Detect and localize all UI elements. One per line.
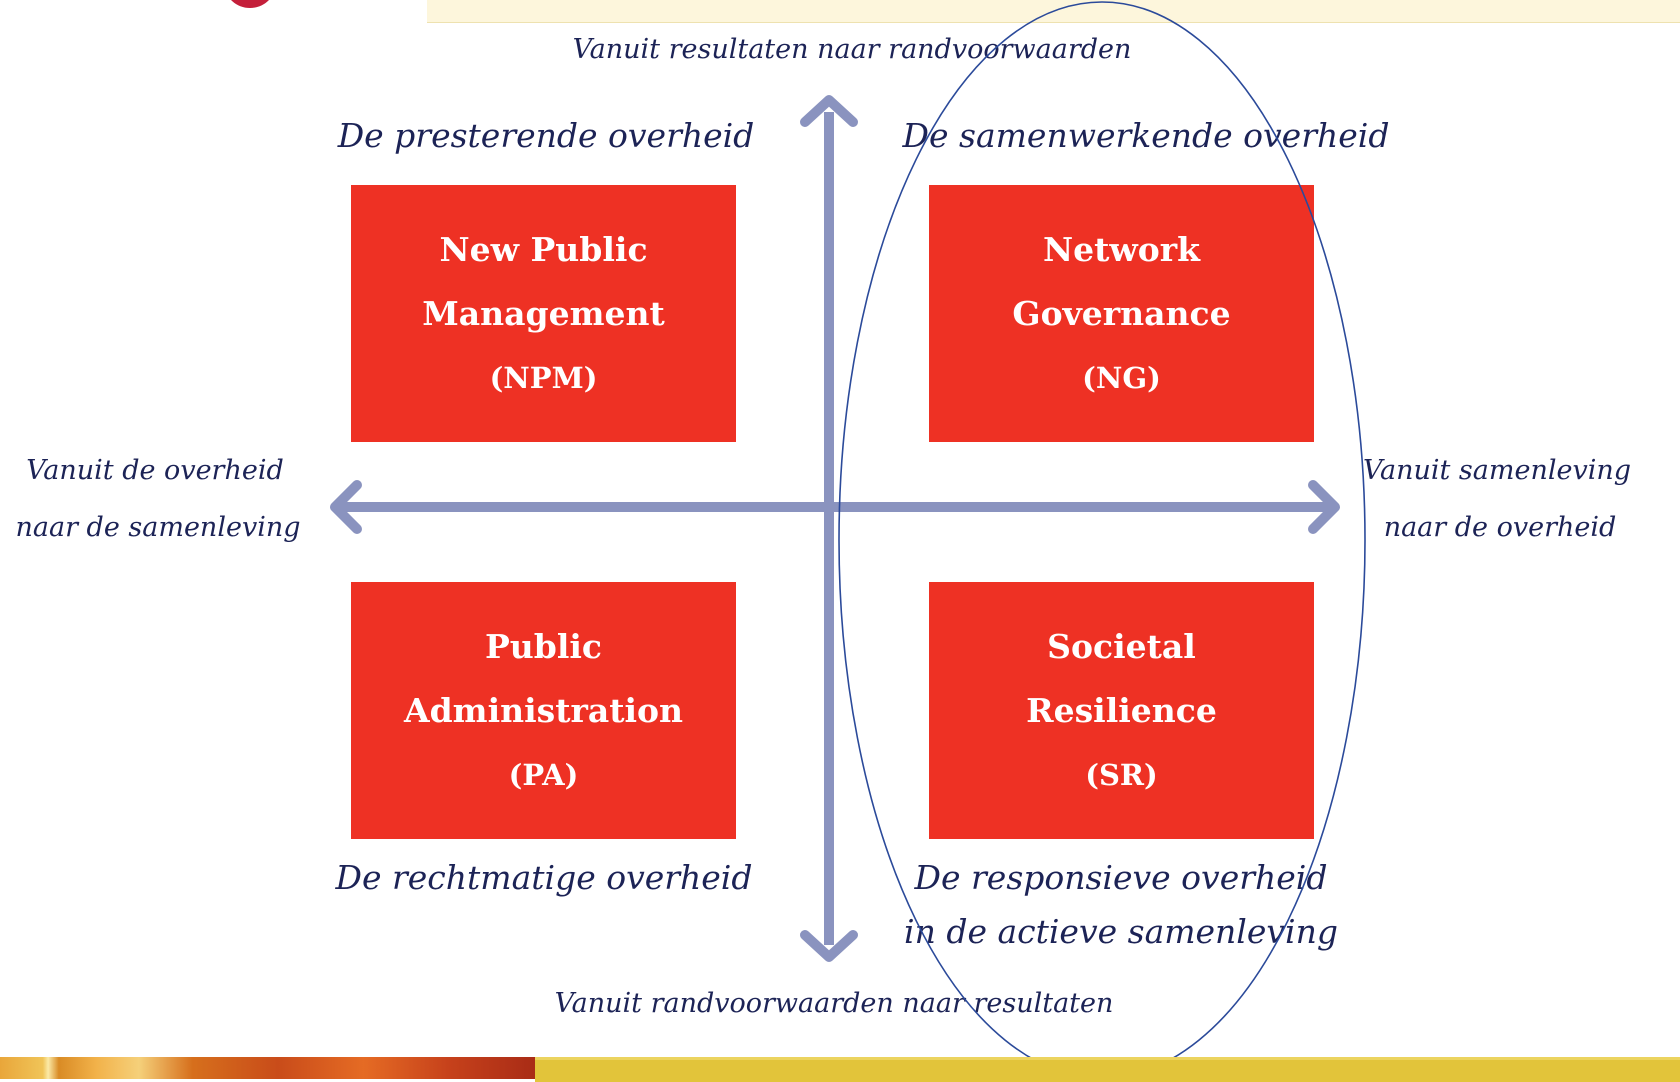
quadrant-label-bottom-right-line2: in de actieve samenleving <box>904 912 1338 951</box>
box-sr-title: Societal Resilience <box>1026 626 1217 730</box>
box-pa-abbr: (PA) <box>508 757 579 792</box>
axis-label-bottom: Vanuit randvoorwaarden naar resultaten <box>554 988 1114 1019</box>
footer-photo-strip <box>0 1057 535 1079</box>
logo-mark <box>225 0 275 8</box>
axis-label-right-line1: Vanuit samenleving <box>1362 455 1632 486</box>
box-ng-title: Network Governance <box>1012 229 1231 333</box>
box-ng-abbr: (NG) <box>1082 360 1161 395</box>
box-pa: Public Administration (PA) <box>351 582 736 839</box>
axis-label-top: Vanuit resultaten naar randvoorwaarden <box>572 34 1132 65</box>
horizontal-axis-arrow-left <box>330 480 362 534</box>
axis-label-left-line1: Vanuit de overheid <box>26 455 284 486</box>
box-pa-title: Public Administration <box>403 626 684 730</box>
vertical-axis-arrow-up <box>800 95 858 127</box>
quadrant-label-top-left: De presterende overheid <box>337 116 755 155</box>
quadrant-label-bottom-right-line1: De responsieve overheid <box>914 858 1328 897</box>
box-ng: Network Governance (NG) <box>929 185 1314 442</box>
box-sr-abbr: (SR) <box>1085 757 1158 792</box>
box-npm-abbr: (NPM) <box>489 360 598 395</box>
footer-yellow-band <box>535 1057 1680 1082</box>
box-sr: Societal Resilience (SR) <box>929 582 1314 839</box>
axis-label-right-line2: naar de overheid <box>1383 512 1617 543</box>
box-npm-title: New Public Management <box>422 229 665 333</box>
box-npm: New Public Management (NPM) <box>351 185 736 442</box>
quadrant-label-top-right: De samenwerkende overheid <box>902 116 1390 155</box>
vertical-axis-arrow-down <box>800 930 858 962</box>
highlight-ellipse <box>838 1 1366 1079</box>
quadrant-label-bottom-left: De rechtmatige overheid <box>335 858 753 897</box>
axis-label-left-line2: naar de samenleving <box>15 512 301 543</box>
horizontal-axis-arrow-right <box>1308 480 1340 534</box>
